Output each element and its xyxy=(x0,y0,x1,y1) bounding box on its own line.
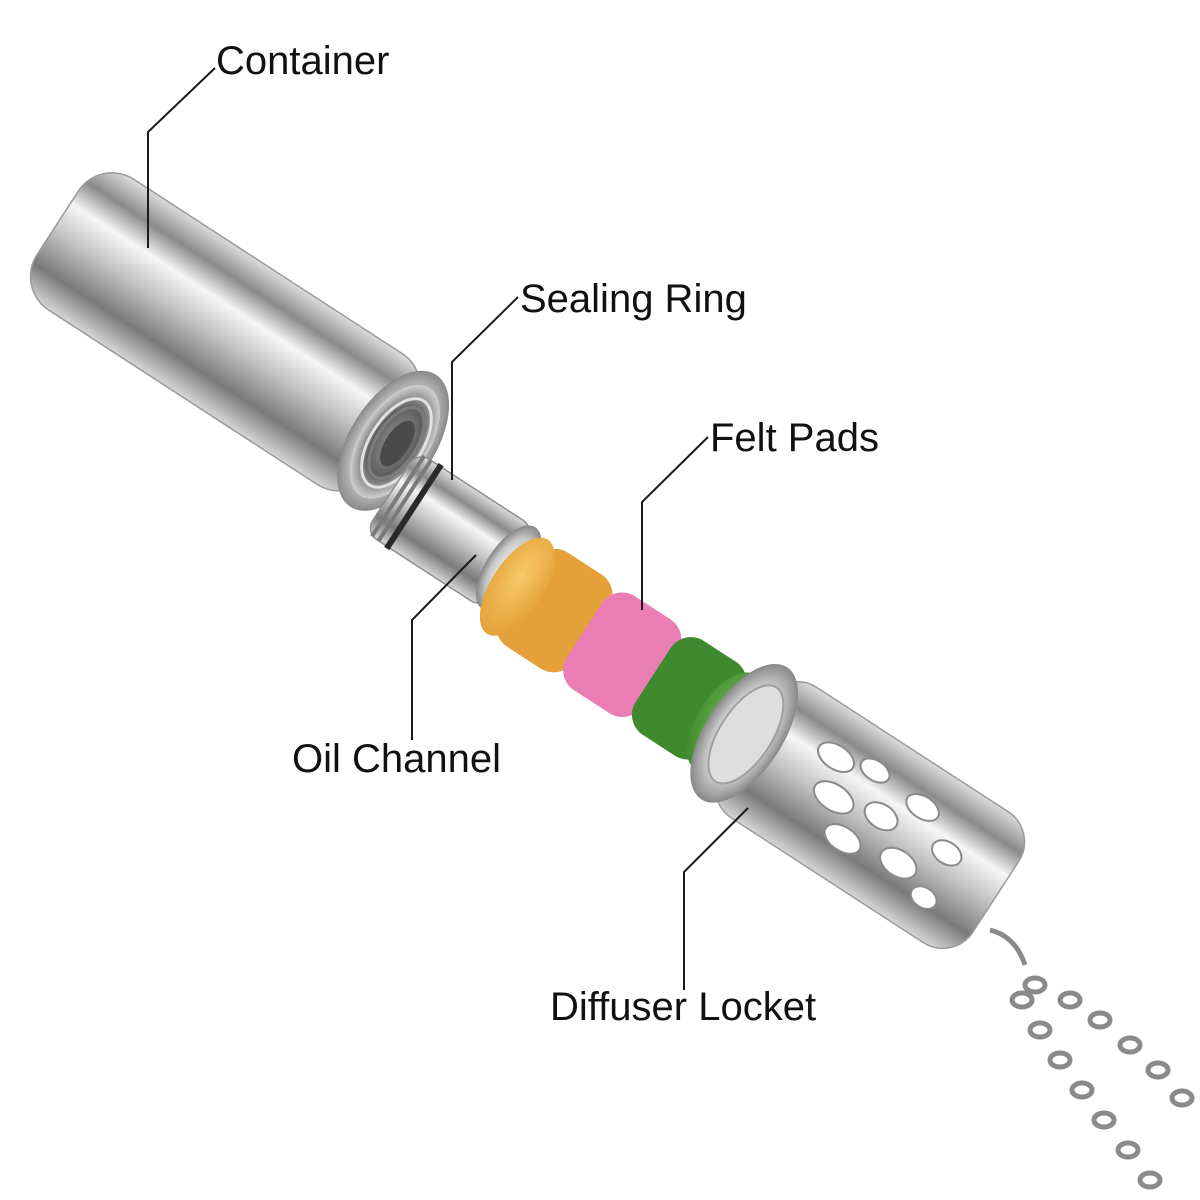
sealing-ring-label: Sealing Ring xyxy=(520,277,747,321)
diffuser-locket-leader-line xyxy=(683,807,749,990)
oil-channel-label: Oil Channel xyxy=(292,737,501,781)
container-label: Container xyxy=(216,39,389,83)
necklace-chain xyxy=(989,927,1195,1190)
diffuser-locket-part xyxy=(690,663,1026,950)
container-leader-line xyxy=(147,67,216,248)
container-part xyxy=(29,172,450,511)
felt-pads-leader-line xyxy=(641,436,709,610)
diffuser-locket-label: Diffuser Locket xyxy=(550,985,816,1029)
sealing-ring-leader-line xyxy=(451,296,519,480)
oil-channel-leader-line xyxy=(411,554,477,740)
felt-pads-label: Felt Pads xyxy=(710,416,879,460)
